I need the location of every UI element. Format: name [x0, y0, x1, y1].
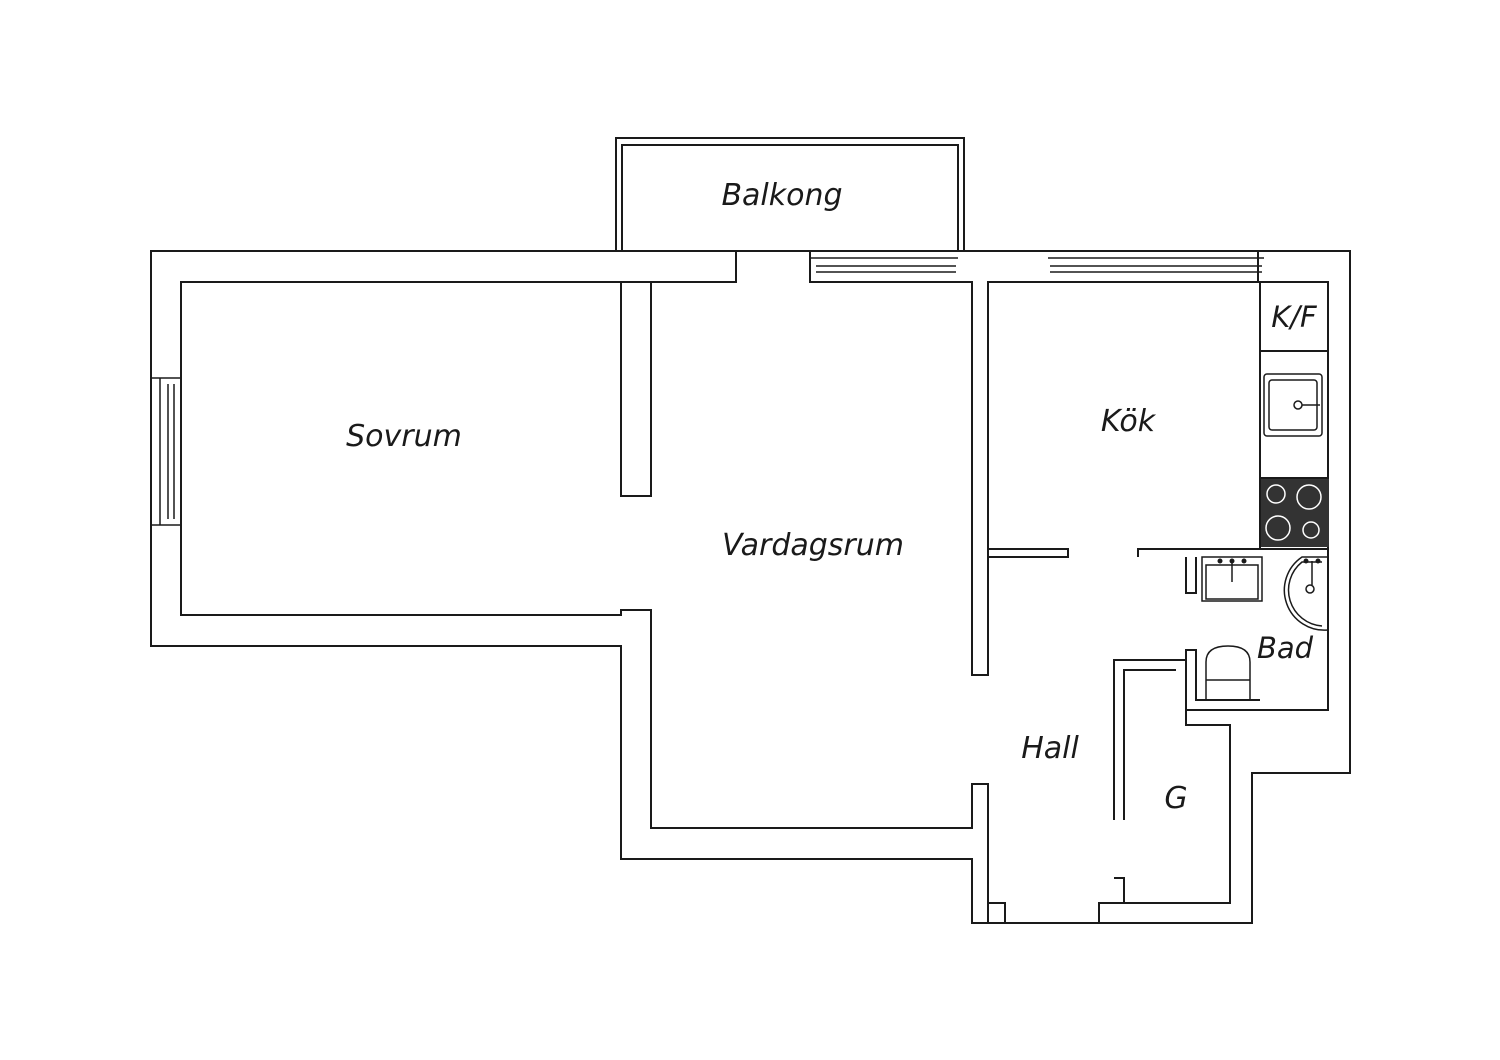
balcony [615, 137, 965, 252]
kitchen-sink [1263, 373, 1323, 437]
room-label-kok: Kök [1101, 404, 1157, 439]
toilet [1205, 645, 1251, 700]
room-label-kf: K/F [1271, 300, 1318, 334]
room-label-bad: Bad [1257, 631, 1314, 665]
room-label-g: G [1164, 781, 1187, 816]
stove [1261, 479, 1329, 547]
closet-walls [988, 659, 1231, 923]
window-kitchen [1048, 257, 1264, 273]
room-label-sovrum: Sovrum [346, 419, 462, 454]
bedroom-walls [180, 251, 989, 923]
window-left [150, 377, 182, 526]
room-label-balkong: Balkong [721, 178, 842, 213]
partition-walls [809, 251, 1329, 711]
room-label-hall: Hall [1021, 731, 1079, 766]
exterior-wall [150, 250, 1351, 924]
room-label-vardagsrum: Vardagsrum [722, 528, 904, 563]
shower [1283, 556, 1329, 631]
kitchen-counter [1259, 282, 1328, 549]
bathroom-sink [1201, 556, 1263, 602]
window-living [810, 257, 958, 273]
